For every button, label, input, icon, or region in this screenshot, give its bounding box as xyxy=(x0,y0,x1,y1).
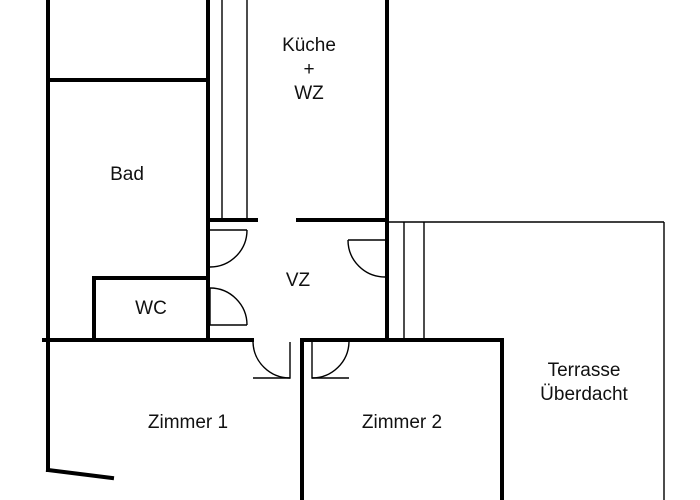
bedroom-walls xyxy=(42,338,504,500)
kitchen-label-line3: WZ xyxy=(294,83,324,104)
kitchen-walls xyxy=(206,0,389,340)
kitchen-label-line2: + xyxy=(303,59,314,80)
storage-room-walls xyxy=(46,0,210,82)
terrace-walls xyxy=(387,221,665,500)
hall-doors xyxy=(209,229,386,379)
bath-label: Bad xyxy=(110,164,144,185)
room2-label: Zimmer 2 xyxy=(362,412,442,433)
door-arc xyxy=(347,239,386,278)
door-arc xyxy=(209,287,248,326)
hall-label: VZ xyxy=(286,270,311,291)
bath-walls xyxy=(46,78,210,342)
door-arc xyxy=(209,229,248,268)
room1-label: Zimmer 1 xyxy=(148,412,228,433)
kitchen-label-line1: Küche xyxy=(282,35,336,56)
terrace-label-line2: Überdacht xyxy=(540,384,628,405)
door-leaf xyxy=(209,288,247,326)
wc-label: WC xyxy=(135,298,167,319)
door-arc xyxy=(252,341,291,379)
terrace-label-line1: Terrasse xyxy=(548,360,621,381)
door-arc xyxy=(311,341,350,379)
